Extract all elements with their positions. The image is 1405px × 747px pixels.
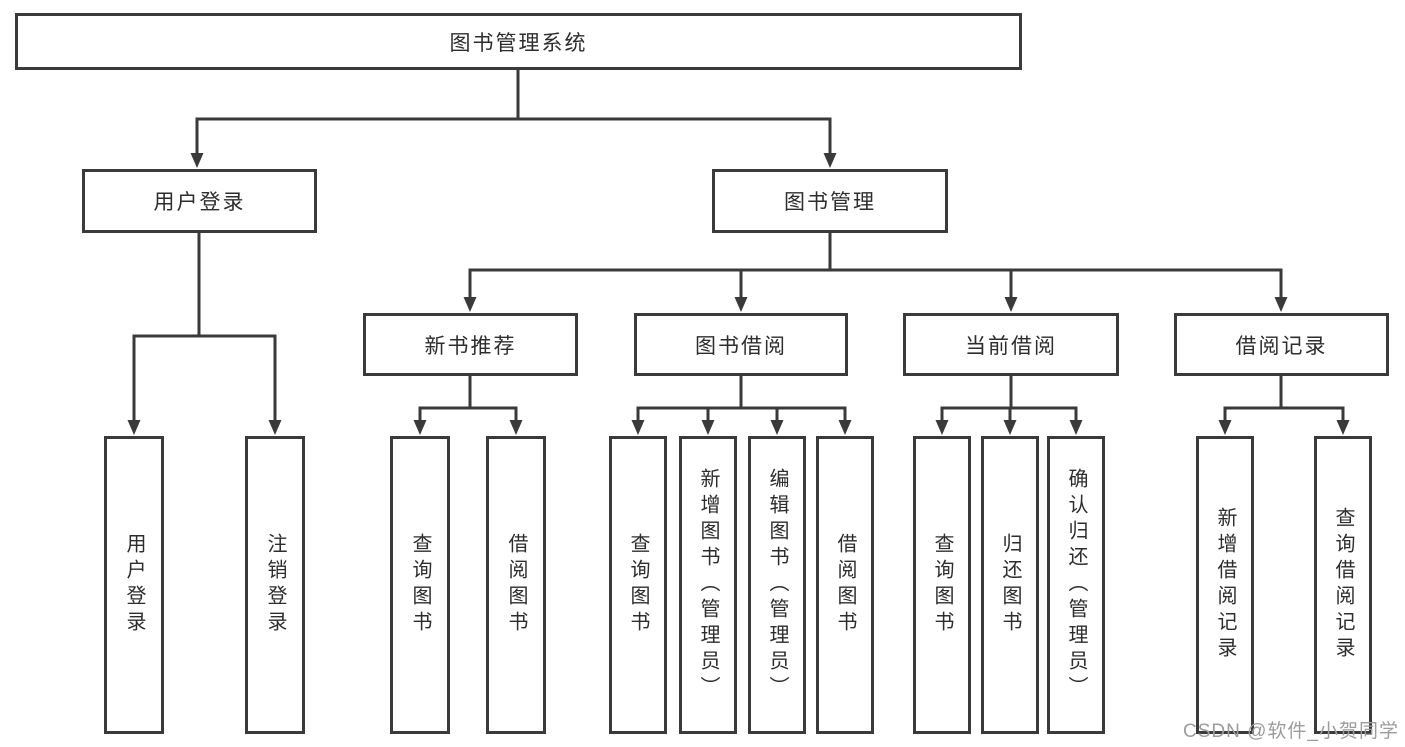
leaf-query-books-current: 查询图书 — [913, 436, 971, 734]
node-user-login: 用户登录 — [82, 169, 317, 233]
node-book-borrowing: 图书借阅 — [634, 313, 848, 376]
leaf-borrow-books-recommend: 借阅图书 — [486, 436, 546, 734]
leaf-confirm-return-admin: 确认归还（管理员） — [1047, 436, 1105, 734]
leaf-query-books-borrowing: 查询图书 — [609, 436, 667, 734]
leaf-add-borrow-record: 新增借阅记录 — [1196, 436, 1254, 734]
node-new-book-recommend: 新书推荐 — [363, 313, 578, 376]
leaf-edit-book-admin: 编辑图书（管理员） — [748, 436, 806, 734]
leaf-return-book: 归还图书 — [981, 436, 1039, 734]
leaf-borrow-books-borrowing: 借阅图书 — [816, 436, 874, 734]
node-borrow-records: 借阅记录 — [1174, 313, 1389, 376]
node-library-management-system: 图书管理系统 — [15, 13, 1022, 70]
node-book-management: 图书管理 — [712, 169, 948, 233]
leaf-user-login: 用户登录 — [104, 436, 164, 734]
node-current-borrowing: 当前借阅 — [903, 313, 1119, 376]
leaf-query-borrow-record: 查询借阅记录 — [1314, 436, 1372, 734]
leaf-logout: 注销登录 — [245, 436, 305, 734]
leaf-add-book-admin: 新增图书（管理员） — [679, 436, 737, 734]
leaf-query-books-recommend: 查询图书 — [390, 436, 450, 734]
csdn-watermark: CSDN @软件_小贺同学 — [1183, 721, 1399, 742]
